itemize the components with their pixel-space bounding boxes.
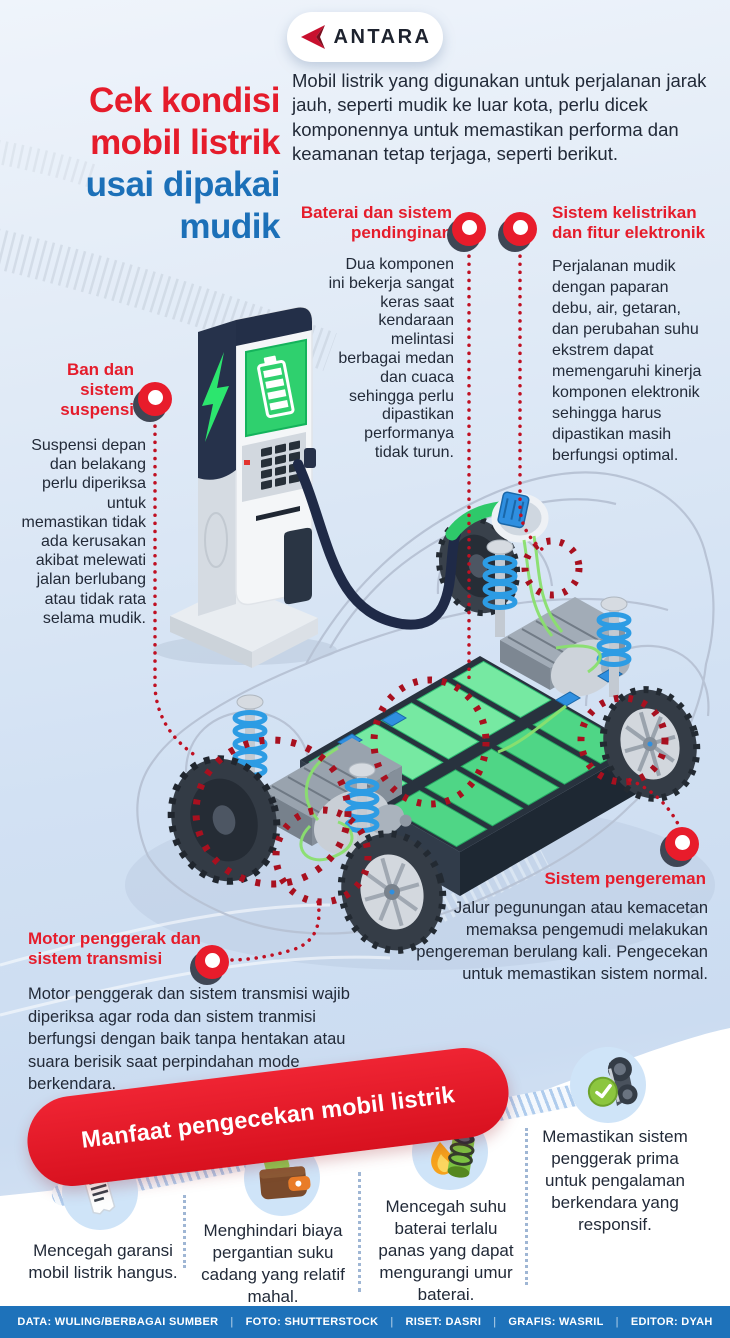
footer-credit: EDITOR: DYAH [630, 1316, 713, 1328]
footer-credits-bar: DATA: WULING/BERBAGAI SUMBER | FOTO: SHU… [0, 1306, 730, 1338]
charging-station [153, 306, 337, 668]
benefit-text-3: Mencegah suhu baterai terlalu panas yang… [378, 1197, 514, 1304]
footer-credit: RISET: DASRI [405, 1316, 482, 1328]
antara-logo-icon [300, 25, 325, 49]
antara-logo-text: ANTARA [333, 25, 432, 48]
title-line-1: Cek kondisi [89, 81, 280, 120]
antara-logo: ANTARA [287, 12, 443, 62]
benefit-text-4: Memastikan sistem penggerak prima untuk … [542, 1127, 688, 1234]
marker-motor [190, 945, 229, 985]
footer-separator: | [615, 1316, 619, 1328]
footer-credit: FOTO: SHUTTERSTOCK [245, 1316, 379, 1328]
footer-credit: DATA: WULING/BERBAGAI SUMBER [17, 1316, 219, 1328]
motor-icon [587, 1057, 638, 1107]
marker-battery [447, 212, 486, 252]
section-electrical-title: Sistem kelistrikan dan fitur elektronik [552, 203, 706, 242]
footer-separator: | [390, 1316, 394, 1328]
wheel-rear-right [599, 686, 701, 802]
station-keypad [242, 432, 306, 502]
battery-pack [300, 656, 640, 896]
front-motor [262, 738, 412, 855]
station-screen [245, 338, 307, 438]
lightning-icon [202, 352, 229, 442]
footer-separator: | [493, 1316, 497, 1328]
highlight-circles [192, 537, 669, 906]
rear-motor [500, 597, 630, 697]
marker-tires [133, 382, 172, 422]
section-tires-body: Suspensi depan dan belakang perlu diperi… [21, 437, 147, 627]
benefits-banner-text: Manfaat pengecekan mobil listrik [79, 1080, 457, 1153]
footer-separator: | [230, 1316, 234, 1328]
benefit-separator-3 [525, 1128, 528, 1285]
section-tires-title: Ban dan sistem suspensi [60, 360, 134, 419]
marker-electrical [498, 212, 537, 252]
page-title: Cek kondisi mobil listrik usai dipakai m… [28, 80, 281, 248]
benefit-text-1: Mencegah garansi mobil listrik hangus. [28, 1241, 178, 1282]
wheel-rear-left [435, 515, 521, 617]
title-line-4: mudik [179, 207, 280, 246]
charge-port [491, 493, 549, 543]
marker-brakes [660, 827, 699, 867]
footer-credit: GRAFIS: WASRIL [508, 1316, 604, 1328]
section-battery-body: Dua komponen ini bekerja sangat keras sa… [328, 256, 454, 461]
hatch-band-decoration [0, 228, 337, 371]
benefit-separator-2 [358, 1172, 361, 1292]
car-outline [136, 471, 715, 935]
section-brakes-body: Jalur pegunungan atau kemacetan memaksa … [416, 899, 708, 983]
section-brakes-title: Sistem pengereman [544, 869, 706, 888]
battery-glyph [257, 355, 295, 419]
green-wiring [299, 535, 602, 862]
section-electrical-body: Perjalanan mudik dengan paparan debu, ai… [552, 258, 702, 464]
benefit-text-2: Menghindari biaya pergantian suku cadang… [201, 1221, 345, 1306]
station-dark-panel [198, 320, 236, 480]
title-line-3: usai dipakai [85, 165, 281, 204]
intro-text: Mobil listrik yang digunakan untuk perja… [292, 70, 707, 165]
section-battery-title: Baterai dan sistem pendinginan [300, 203, 452, 242]
suspension-struts [232, 539, 632, 868]
benefit-icon-4 [570, 1047, 646, 1123]
benefit-separator-1 [183, 1195, 186, 1268]
wheel-front-left [167, 755, 281, 885]
section-motor-title: Motor penggerak dan sistem transmisi [28, 929, 201, 968]
title-line-2: mobil listrik [90, 123, 280, 162]
charging-cable [293, 459, 549, 630]
